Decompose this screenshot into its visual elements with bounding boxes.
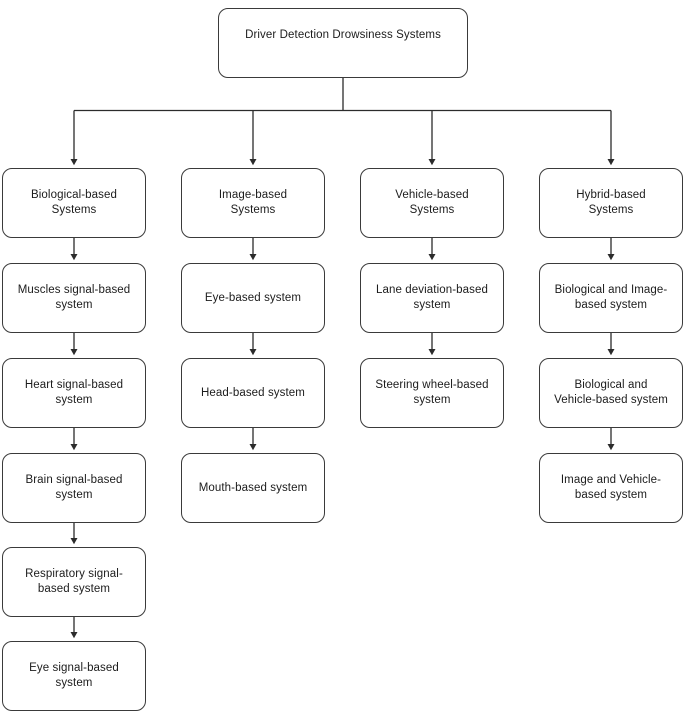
node-muscles-signal-based-system[interactable]: Muscles signal-based system <box>2 263 146 333</box>
node-head-based-system[interactable]: Head-based system <box>181 358 325 428</box>
node-eye-based-system-label: Eye-based system <box>204 291 302 304</box>
node-mouth-based-system[interactable]: Mouth-based system <box>181 453 325 523</box>
node-head-based-system-label: Head-based system <box>201 386 305 399</box>
node-mouth-based-system-label: Mouth-based system <box>198 481 308 494</box>
node-image-based-systems[interactable]: Image-based Systems <box>181 168 325 238</box>
node-image-and-vehicle-based-system-label: Image and Vehicle- based system <box>560 474 662 501</box>
node-eye-based-system[interactable]: Eye-based system <box>181 263 325 333</box>
node-lane-deviation-based-system[interactable]: Lane deviation-based system <box>360 263 504 333</box>
node-muscles-signal-based-system-label: Muscles signal-based system <box>17 284 131 311</box>
node-brain-signal-based-system-label: Brain signal-based system <box>25 474 123 501</box>
node-hybrid-based-systems-label: Hybrid-based Systems <box>576 189 646 216</box>
node-heart-signal-based-system[interactable]: Heart signal-based system <box>2 358 146 428</box>
node-eye-signal-based-system-label: Eye signal-based system <box>29 662 119 689</box>
node-biological-and-image-based-system[interactable]: Biological and Image- based system <box>539 263 683 333</box>
node-biological-and-vehicle-based-system-label: Biological and Vehicle-based system <box>554 379 668 406</box>
node-lane-deviation-based-system-label: Lane deviation-based system <box>376 284 488 311</box>
node-vehicle-based-systems[interactable]: Vehicle-based Systems <box>360 168 504 238</box>
node-heart-signal-based-system-label: Heart signal-based system <box>24 379 124 406</box>
node-eye-signal-based-system[interactable]: Eye signal-based system <box>2 641 146 711</box>
node-biological-and-vehicle-based-system[interactable]: Biological and Vehicle-based system <box>539 358 683 428</box>
node-biological-and-image-based-system-label: Biological and Image- based system <box>554 284 668 311</box>
node-respiratory-signal-based-system[interactable]: Respiratory signal- based system <box>2 547 146 617</box>
node-image-and-vehicle-based-system[interactable]: Image and Vehicle- based system <box>539 453 683 523</box>
node-biological-based-systems[interactable]: Biological-based Systems <box>2 168 146 238</box>
node-respiratory-signal-based-system-label: Respiratory signal- based system <box>25 568 123 595</box>
node-root[interactable]: Driver Detection Drowsiness Systems <box>218 8 468 78</box>
node-steering-wheel-based-system[interactable]: Steering wheel-based system <box>360 358 504 428</box>
node-vehicle-based-systems-label: Vehicle-based Systems <box>395 189 469 216</box>
node-root-label: Driver Detection Drowsiness Systems <box>245 29 441 41</box>
node-steering-wheel-based-system-label: Steering wheel-based system <box>375 379 489 406</box>
node-hybrid-based-systems[interactable]: Hybrid-based Systems <box>539 168 683 238</box>
node-brain-signal-based-system[interactable]: Brain signal-based system <box>2 453 146 523</box>
node-image-based-systems-label: Image-based Systems <box>218 189 288 216</box>
node-biological-based-systems-label: Biological-based Systems <box>31 189 117 216</box>
